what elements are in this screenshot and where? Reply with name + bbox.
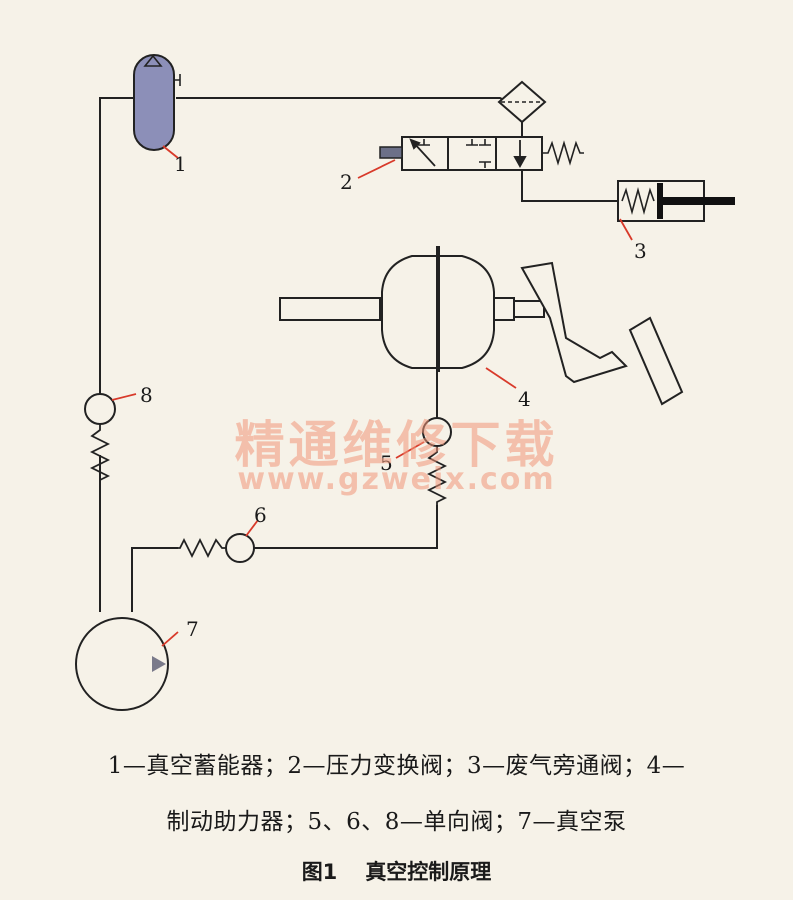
figure-caption: 图1 真空控制原理 <box>0 856 793 886</box>
pipe-accumulator-to-filter <box>176 97 521 109</box>
check-valve-8 <box>84 393 116 481</box>
accumulator-triangle-icon <box>143 54 163 67</box>
vacuum-accumulator <box>133 54 181 151</box>
watermark-url: www.gzweix.com <box>237 462 556 497</box>
brake-pedal-pad <box>628 316 684 406</box>
pipe-network <box>99 97 618 612</box>
brake-pedal-lever <box>520 261 628 384</box>
label-8: 8 <box>140 383 153 407</box>
figure-title: 真空控制原理 <box>365 860 492 884</box>
pipe-valve-to-wastegate <box>521 170 618 202</box>
wastegate-spring-icon <box>621 186 655 216</box>
wastegate-bypass-valve <box>617 180 735 222</box>
vacuum-control-diagram: 1 2 3 4 5 6 7 8 <box>75 54 735 711</box>
label-4: 4 <box>518 387 531 411</box>
label-6: 6 <box>254 503 267 527</box>
pipe-valve8-to-accumulator <box>99 97 140 424</box>
pipe-valve6-to-pump <box>131 547 178 612</box>
filter <box>497 80 547 124</box>
valve-spring-icon <box>542 140 584 166</box>
leader-lines <box>111 145 633 647</box>
pressure-conversion-valve <box>379 136 584 171</box>
legend-line-1: 1—真空蓄能器；2—压力变换阀；3—废气旁通阀；4— <box>107 753 686 779</box>
label-5: 5 <box>380 451 393 475</box>
vacuum-pump <box>75 617 169 711</box>
watermark-title: 精通维修下载 <box>234 416 559 474</box>
check-valve-6 <box>178 533 255 563</box>
check-valve-5 <box>422 417 452 505</box>
pipe-valve5-to-valve6 <box>252 505 438 549</box>
pump-triangle-icon <box>152 656 166 672</box>
label-2: 2 <box>340 170 353 194</box>
figure-number: 图1 <box>301 860 338 884</box>
label-1: 1 <box>174 152 187 176</box>
brake-booster <box>279 246 684 406</box>
label-3: 3 <box>634 239 647 263</box>
label-7: 7 <box>186 617 199 641</box>
legend-line-2: 制动助力器；5、6、8—单向阀；7—真空泵 <box>166 809 627 835</box>
